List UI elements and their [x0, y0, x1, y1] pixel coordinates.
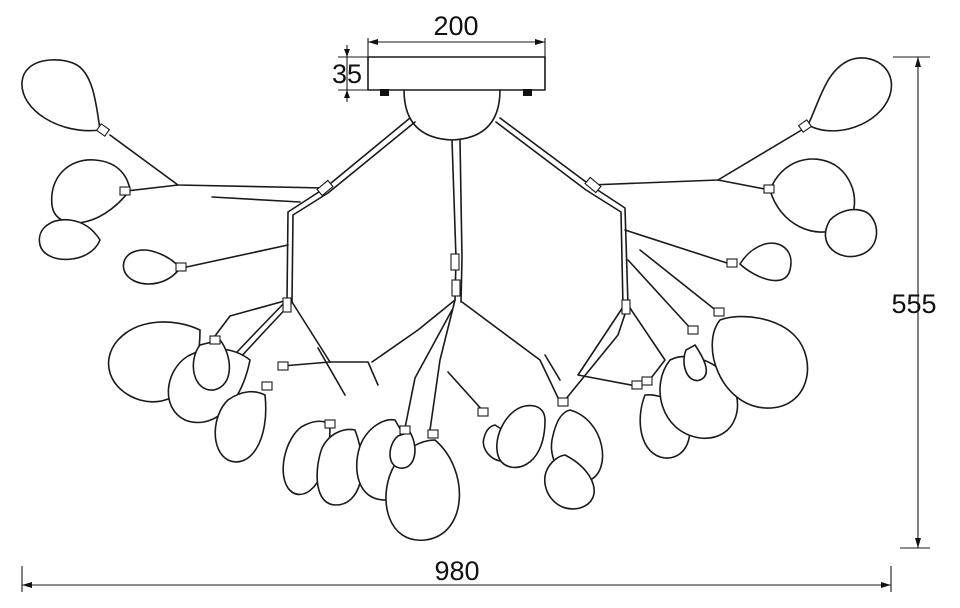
- bulb-sockets: [95, 119, 813, 439]
- bulbs: [21, 57, 893, 541]
- dim-label-980: 980: [434, 556, 479, 586]
- dim-label-555: 555: [891, 289, 936, 319]
- dimension-canopy-height: 35: [332, 45, 368, 102]
- dimension-overall-width: 980: [21, 556, 892, 592]
- dim-label-200: 200: [433, 11, 478, 41]
- dim-label-35: 35: [332, 59, 362, 89]
- dimension-overall-height: 555: [891, 56, 937, 549]
- branch-joints: [282, 176, 631, 315]
- ceiling-canopy: [367, 56, 546, 141]
- dimension-canopy-width: 200: [367, 11, 546, 60]
- branch-frame: [109, 117, 806, 431]
